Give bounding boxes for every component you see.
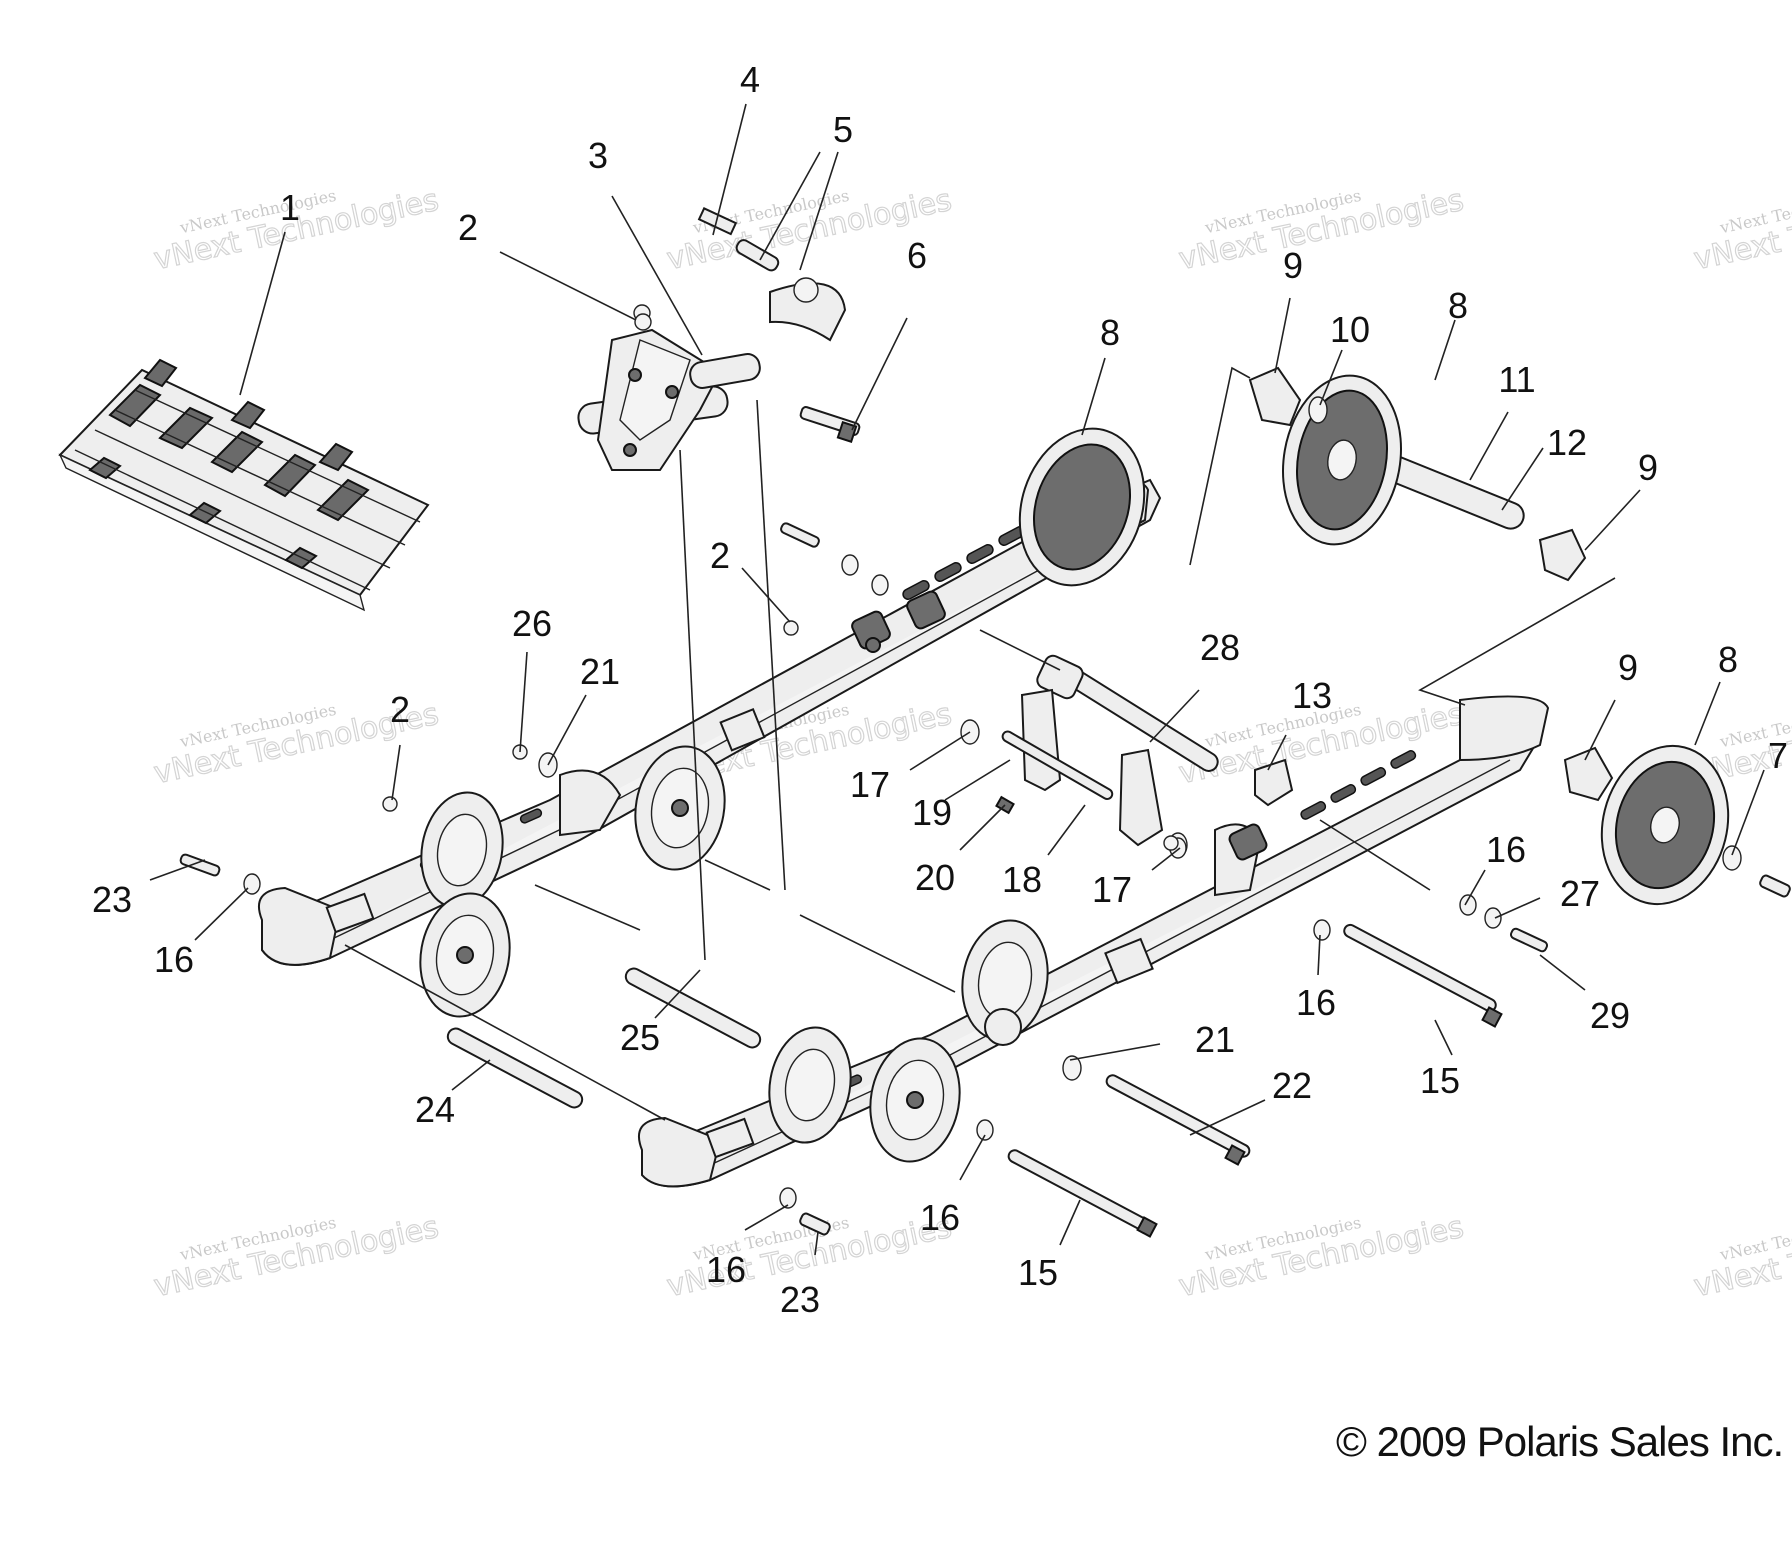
callout-22: 22 [1272,1065,1312,1106]
rail-rear-wheel-left [1018,427,1146,587]
callout-21: 21 [1195,1019,1235,1060]
callout-16: 16 [706,1249,746,1290]
callout-9: 9 [1618,647,1638,688]
callout-8: 8 [1100,312,1120,353]
torque-arm-assembly [995,654,1294,847]
callout-9: 9 [1283,245,1303,286]
callout-16: 16 [1486,829,1526,870]
callout-16: 16 [154,939,194,980]
callout-15: 15 [1420,1060,1460,1101]
callout-2: 2 [390,689,410,730]
callout-1: 1 [280,187,300,228]
callout-28: 28 [1200,627,1240,668]
callout-16: 16 [920,1197,960,1238]
callout-12: 12 [1547,422,1587,463]
bogie-wheels [419,745,1049,1163]
callout-23: 23 [780,1279,820,1320]
callout-17: 17 [1092,869,1132,910]
callout-10: 10 [1330,309,1370,350]
callout-6: 6 [907,235,927,276]
callout-16: 16 [1296,982,1336,1023]
rear-axle-assembly [1248,366,1587,582]
callout-19: 19 [912,792,952,833]
callout-13: 13 [1292,675,1332,716]
callout-26: 26 [512,603,552,644]
callout-18: 18 [1002,859,1042,900]
callout-27: 27 [1560,873,1600,914]
callout-4: 4 [740,59,760,100]
callout-8: 8 [1718,639,1738,680]
callout-2: 2 [458,207,478,248]
leader-lines [149,103,1765,1256]
callout-24: 24 [415,1089,455,1130]
callout-7: 7 [1768,735,1788,776]
callout-17: 17 [850,764,890,805]
end-cap-9-right [1563,746,1614,802]
callout-5: 5 [833,109,853,150]
callout-3: 3 [588,135,608,176]
track-section-part [58,358,430,612]
callout-2: 2 [710,535,730,576]
callout-15: 15 [1018,1252,1058,1293]
callout-20: 20 [915,857,955,898]
callout-23: 23 [92,879,132,920]
copyright-notice: © 2009 Polaris Sales Inc. [1336,1418,1784,1465]
callout-21: 21 [580,651,620,692]
callout-9: 9 [1638,447,1658,488]
callout-25: 25 [620,1017,660,1058]
callout-29: 29 [1590,995,1630,1036]
callout-11: 11 [1498,359,1535,400]
rail-rear-wheel-right [1600,744,1730,906]
callout-8: 8 [1448,285,1468,326]
shafts-and-bolts [179,522,1791,1238]
